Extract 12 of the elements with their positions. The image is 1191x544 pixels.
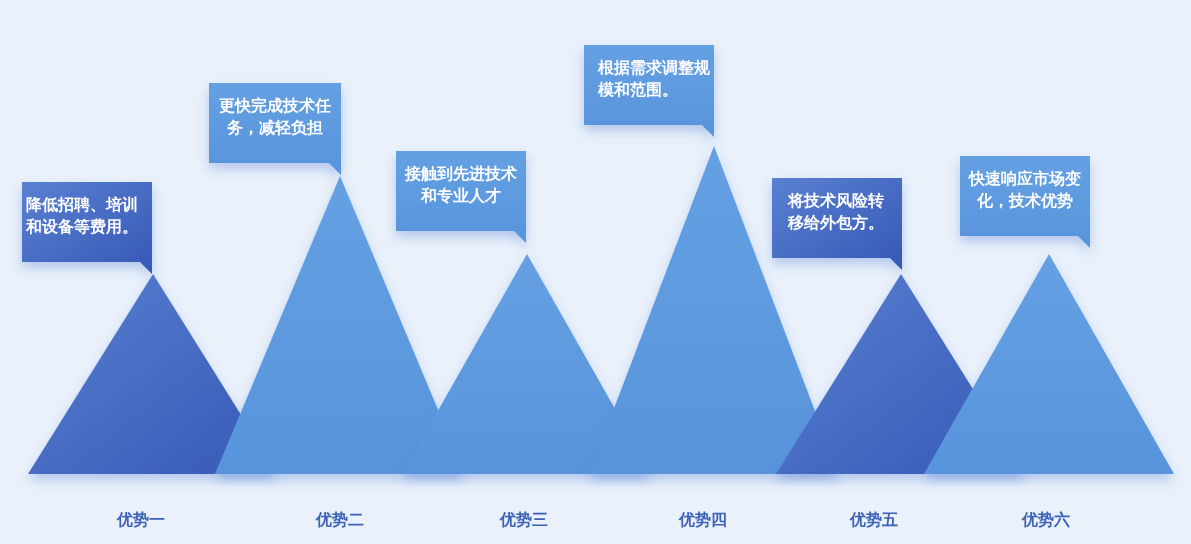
callout-text: 快速响应市场变化，技术优势 (967, 169, 1082, 212)
mountain-label: 优势二 (314, 510, 365, 530)
mountain-label: 优势一 (115, 510, 166, 530)
mountain-label: 优势三 (498, 510, 549, 530)
mountain-label: 优势五 (848, 510, 899, 530)
mountain-label: 优势六 (1020, 510, 1071, 530)
callout-text: 更快完成技术任务，减轻负担 (218, 96, 332, 139)
callout-text: 接触到先进技术和专业人才 (404, 164, 518, 207)
callout-text: 根据需求调整规模和范围。 (597, 58, 710, 101)
callout-text: 将技术风险转移给外包方。 (786, 191, 885, 234)
mountain-label: 优势四 (677, 510, 728, 530)
callout-text: 降低招聘、培训和设备等费用。 (26, 195, 139, 238)
